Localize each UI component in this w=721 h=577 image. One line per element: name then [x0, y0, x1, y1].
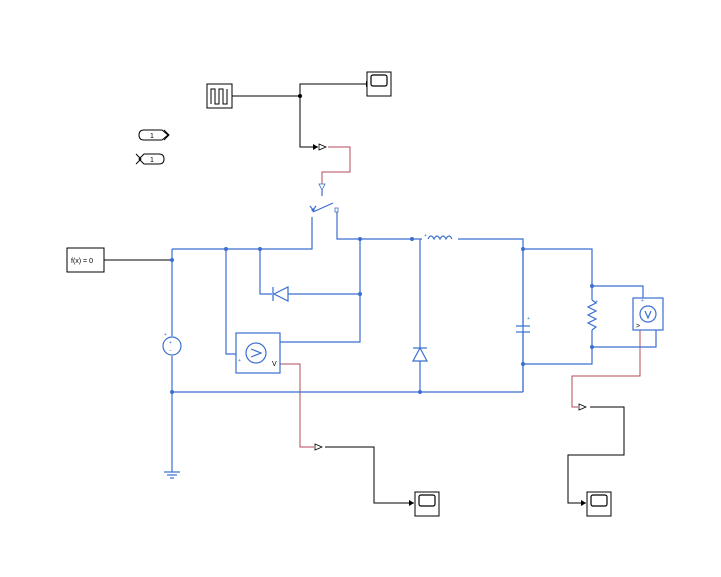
svg-text:+: + [595, 299, 598, 305]
converted-signal-lines [279, 146, 641, 448]
goto-tag-block[interactable]: 1 [138, 129, 170, 141]
ground-symbol[interactable] [164, 471, 180, 479]
simulink-ps-converter[interactable] [318, 143, 328, 151]
svg-text:+: + [169, 340, 172, 346]
voltage-sensor-output-line[interactable] [571, 330, 641, 408]
pulse-to-scope-line[interactable] [232, 83, 366, 97]
inductor-block[interactable]: + [424, 233, 453, 241]
wire-top-right[interactable] [458, 238, 524, 392]
pulse-generator-block[interactable] [206, 83, 233, 109]
wire-vsense-bottom[interactable] [592, 330, 657, 348]
diode-block[interactable] [272, 286, 289, 302]
capacitor-block[interactable]: + [516, 316, 530, 333]
wire-diode-left[interactable] [259, 249, 272, 295]
solver-configuration-block[interactable]: f(x) = 0 [66, 247, 105, 273]
signal-lines [104, 83, 625, 504]
svg-text:+: + [527, 316, 530, 322]
current-sensor-label: V [272, 361, 277, 368]
freewheel-diode-block[interactable] [411, 346, 429, 362]
scope-icon [370, 74, 388, 87]
wire-switch-right[interactable] [336, 212, 422, 240]
ps-simulink-converter-current[interactable] [314, 443, 324, 451]
svg-text:+: + [164, 332, 167, 338]
wire-load-bottom[interactable] [523, 330, 593, 365]
voltage-to-scope-line[interactable] [567, 406, 625, 504]
solver-label: f(x) = 0 [71, 258, 93, 265]
physical-wires [171, 212, 657, 472]
pulse-to-converter-line[interactable] [299, 96, 318, 148]
from-tag-block[interactable]: 1 [135, 153, 165, 165]
resistor-block[interactable]: + [586, 299, 598, 331]
scope-icon [590, 494, 608, 507]
wire-top-left[interactable] [172, 217, 313, 250]
svg-text:+: + [238, 358, 241, 364]
goto-tag-label: 1 [150, 133, 154, 140]
svg-text:+: + [424, 233, 427, 239]
from-tag-label: 1 [150, 157, 154, 164]
scope-icon [418, 494, 436, 507]
scope-top[interactable] [366, 71, 392, 97]
dc-voltage-source-block[interactable]: + − + [162, 332, 182, 356]
current-to-scope-line[interactable] [325, 446, 414, 504]
wire-vsense-top[interactable] [592, 285, 644, 298]
svg-text:+: + [641, 298, 644, 304]
scope-current[interactable] [414, 491, 440, 517]
voltage-sensor-label: > [636, 323, 640, 330]
wire-sensor-left[interactable] [225, 249, 236, 355]
branch-point [298, 94, 302, 98]
svg-text:−: − [169, 348, 172, 354]
ps-to-switch-line[interactable] [321, 146, 351, 184]
switch-block[interactable] [309, 183, 339, 213]
current-sensor-block[interactable]: V + [235, 332, 281, 374]
pulse-icon [210, 88, 228, 105]
wire-load-top[interactable] [523, 248, 593, 300]
ps-simulink-converter-voltage[interactable] [578, 403, 588, 411]
switch-blade [312, 202, 334, 213]
current-sensor-output-line[interactable] [279, 363, 314, 448]
voltage-sensor-block[interactable]: > + [632, 297, 664, 331]
scope-voltage[interactable] [586, 491, 612, 517]
wire-sensor-right[interactable] [280, 239, 361, 343]
junctions [170, 237, 594, 394]
